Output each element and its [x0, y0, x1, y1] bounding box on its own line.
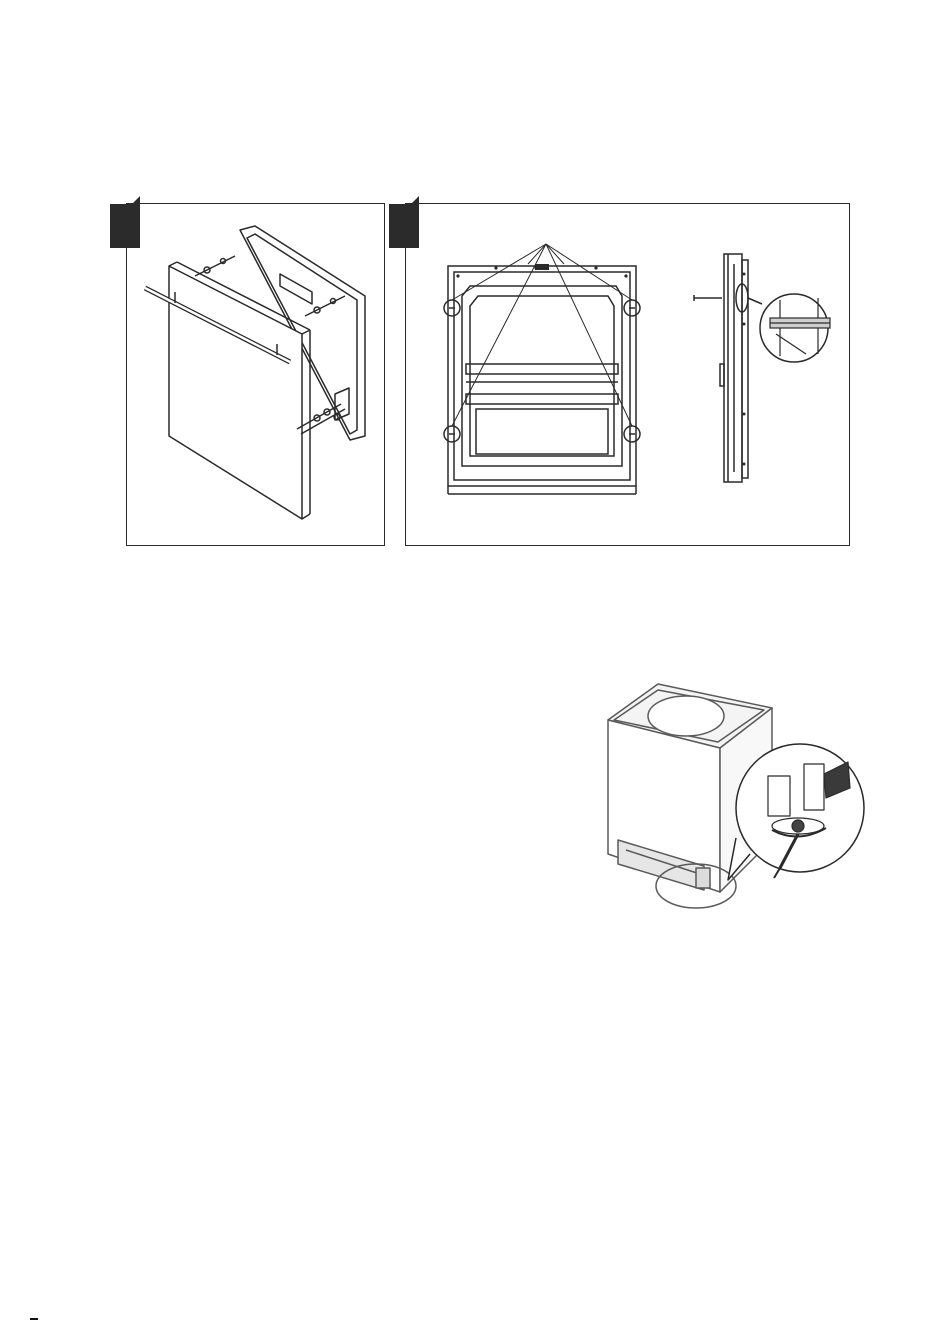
step-2-panel: [405, 203, 850, 546]
page-corner-mark: [30, 1318, 38, 1320]
step-1-panel: [126, 203, 385, 546]
door-front-side-illustration: [406, 204, 849, 545]
door-panel-illustration: [127, 204, 384, 545]
leveling-foot-illustration: [600, 668, 870, 930]
